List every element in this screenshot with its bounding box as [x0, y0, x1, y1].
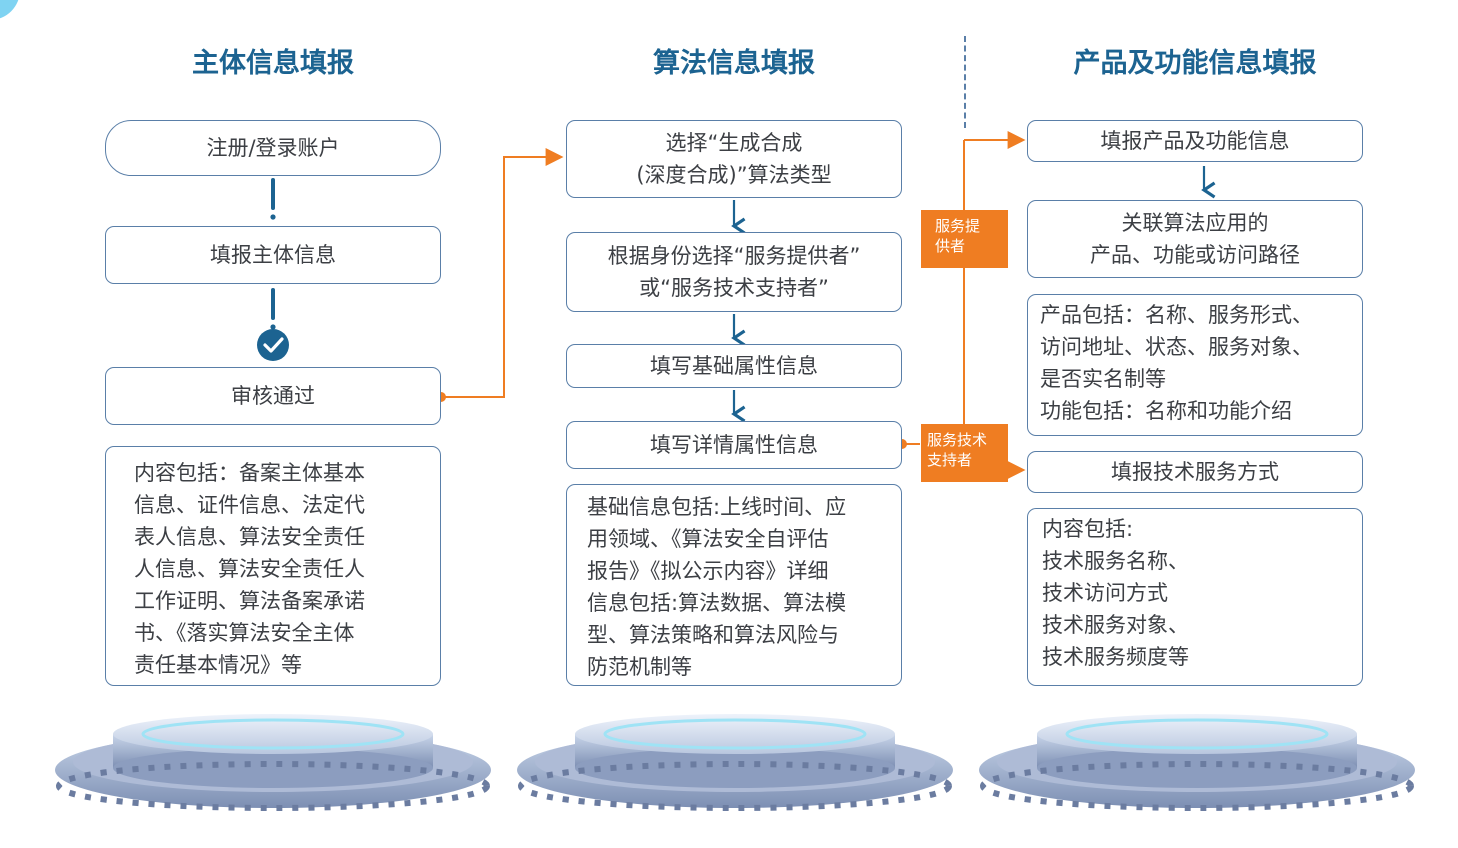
approval-passed-step[interactable]: 审核通过 — [105, 367, 441, 425]
fill-basic-attributes-label: 填写基础属性信息 — [650, 354, 818, 378]
fill-product-info-step[interactable]: 填报产品及功能信息 — [1027, 120, 1363, 162]
pedestal-2 — [517, 714, 953, 811]
fill-entity-info-step[interactable]: 填报主体信息 — [105, 226, 441, 284]
fill-detail-attributes-step[interactable]: 填写详情属性信息 — [566, 421, 902, 469]
entity-detail-text: 内容包括：备案主体基本 信息、证件信息、法定代 表人信息、算法安全责任 人信息、… — [134, 461, 365, 677]
select-algorithm-type-step[interactable]: 选择“生成合成 (深度合成)”算法类型 — [566, 120, 902, 198]
fill-detail-attributes-label: 填写详情属性信息 — [650, 433, 818, 457]
fill-tech-service-label: 填报技术服务方式 — [1111, 460, 1279, 484]
fill-basic-attributes-step[interactable]: 填写基础属性信息 — [566, 344, 902, 388]
select-identity-label: 根据身份选择“服务提供者” 或“服务技术支持者” — [607, 244, 861, 300]
fill-product-info-label: 填报产品及功能信息 — [1100, 129, 1290, 153]
tech-service-detail-text: 内容包括: 技术服务名称、 技术访问方式 技术服务对象、 技术服务频度等 — [1042, 517, 1189, 669]
link-algorithm-product-step[interactable]: 关联算法应用的 产品、功能或访问路径 — [1027, 200, 1363, 278]
product-detail-text: 产品包括：名称、服务形式、 访问地址、状态、服务对象、 是否实名制等 功能包括：… — [1040, 303, 1313, 423]
select-identity-step[interactable]: 根据身份选择“服务提供者” 或“服务技术支持者” — [566, 232, 902, 312]
product-detail-box: 产品包括：名称、服务形式、 访问地址、状态、服务对象、 是否实名制等 功能包括：… — [1027, 294, 1363, 436]
product-column-title: 产品及功能信息填报 — [1073, 48, 1317, 79]
algorithm-detail-text: 基础信息包括:上线时间、应 用领域、《算法安全自评估 报告》《拟公示内容》详细 … — [587, 495, 847, 679]
identity-branch-link — [897, 131, 1026, 479]
approval-passed-label: 审核通过 — [231, 384, 315, 408]
algorithm-detail-box: 基础信息包括:上线时间、应 用领域、《算法安全自评估 报告》《拟公示内容》详细 … — [566, 484, 902, 686]
tech-supporter-tag: 服务技术 支持者 — [921, 424, 1008, 482]
select-algorithm-type-label: 选择“生成合成 (深度合成)”算法类型 — [636, 131, 832, 187]
pedestal-1 — [55, 714, 491, 811]
approval-to-algorithm-link — [436, 148, 564, 402]
service-provider-tag: 服务提 供者 — [921, 210, 1008, 268]
entity-connector-2 — [270, 288, 276, 330]
fill-entity-info-label: 填报主体信息 — [210, 243, 336, 267]
register-login-step[interactable]: 注册/登录账户 — [105, 120, 441, 176]
entity-connector-1 — [270, 178, 276, 220]
entity-detail-box: 内容包括：备案主体基本 信息、证件信息、法定代 表人信息、算法安全责任 人信息、… — [105, 446, 441, 686]
fill-tech-service-step[interactable]: 填报技术服务方式 — [1027, 451, 1363, 493]
column-divider — [964, 36, 966, 128]
tech-service-detail-box: 内容包括: 技术服务名称、 技术访问方式 技术服务对象、 技术服务频度等 — [1027, 508, 1363, 686]
link-algorithm-product-label: 关联算法应用的 产品、功能或访问路径 — [1090, 211, 1300, 267]
algorithm-column-title: 算法信息填报 — [653, 48, 815, 79]
entity-column-title: 主体信息填报 — [192, 48, 354, 79]
register-login-label: 注册/登录账户 — [206, 136, 340, 160]
check-icon — [257, 329, 289, 361]
pedestal-3 — [979, 714, 1415, 811]
